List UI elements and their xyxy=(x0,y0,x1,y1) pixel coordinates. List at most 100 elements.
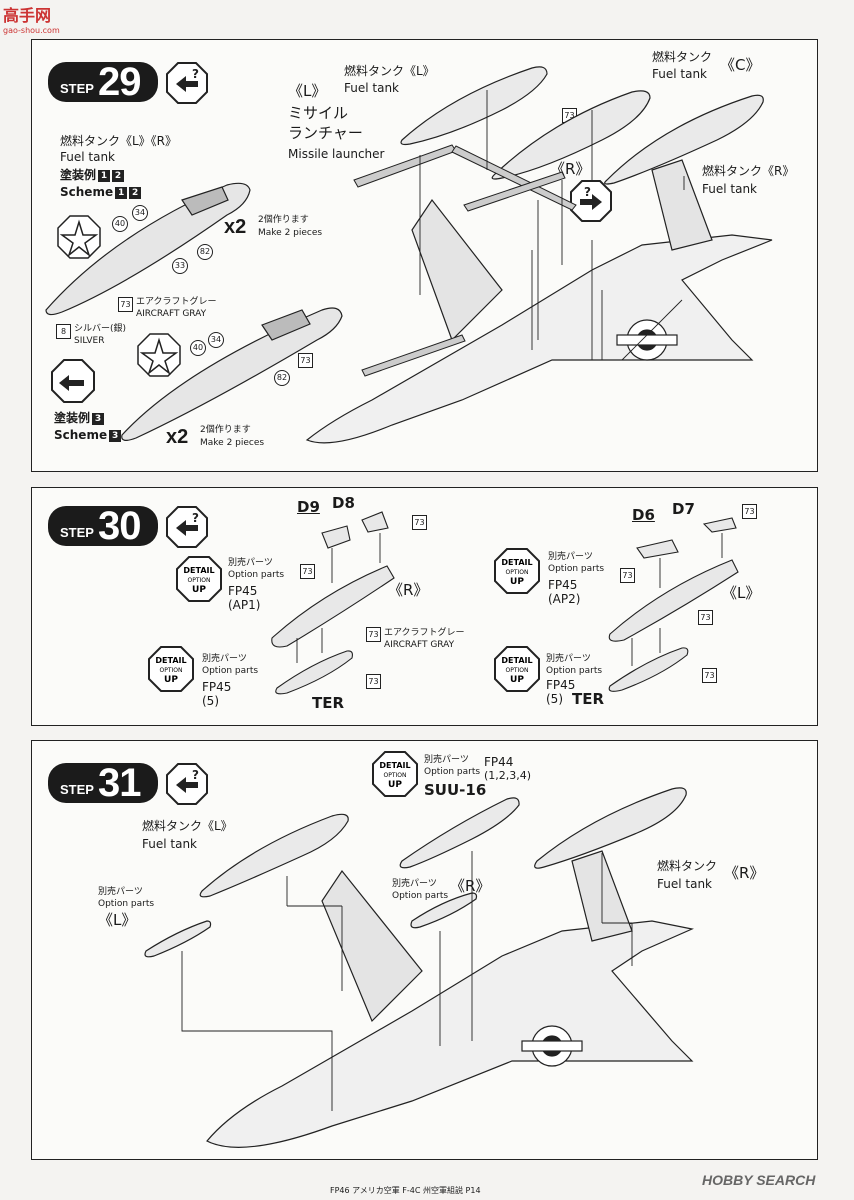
fuel-tank-c xyxy=(491,90,651,180)
part-82-callout-b: 82 xyxy=(274,370,290,386)
swap-direction-icon: ? xyxy=(166,763,208,805)
detail-option-up-badge-2: DETAIL OPTION UP xyxy=(148,646,194,692)
silver-en: SILVER xyxy=(74,336,105,346)
make2-jp-a: 2個作ります xyxy=(258,215,309,225)
svg-text:UP: UP xyxy=(510,675,524,685)
hobby-search-watermark: HOBBY SEARCH xyxy=(702,1172,816,1188)
step-word: STEP xyxy=(60,524,94,540)
detail-option-up-badge-4: DETAIL OPTION UP xyxy=(494,646,540,692)
svg-text:?: ? xyxy=(192,511,199,525)
part-82-callout: 82 xyxy=(197,244,213,260)
tank-c-en: Fuel tank xyxy=(652,67,707,81)
footer-text: FP46 アメリカ空軍 F-4C 州空軍組説 P14 xyxy=(330,1186,481,1195)
make2-en-a: Make 2 pieces xyxy=(258,228,323,238)
svg-text:?: ? xyxy=(584,185,591,199)
opt-jp-3: 別売パーツ xyxy=(548,552,593,562)
part-73-callout: 73 xyxy=(412,515,427,530)
part-73-callout: 73 xyxy=(118,297,133,312)
l-mark: 《L》 xyxy=(722,584,761,602)
svg-text:UP: UP xyxy=(164,675,178,685)
ter-left xyxy=(144,920,212,958)
fuel-tank-l xyxy=(400,66,548,146)
times-two-a: x2 xyxy=(224,216,247,238)
step-number: 30 xyxy=(97,503,141,548)
times-two-b: x2 xyxy=(166,426,189,448)
pylon-r xyxy=(271,565,395,648)
step-29-badge: STEP 29 xyxy=(48,59,158,104)
left-title-en: Fuel tank xyxy=(60,150,115,164)
f4-aircraft-drawing xyxy=(305,159,773,444)
part-40-callout: 40 xyxy=(112,216,128,232)
opt-jp-l: 別売パーツ xyxy=(98,887,143,897)
step-30-badge: STEP 30 xyxy=(48,503,158,548)
swap-direction-icon: ? xyxy=(166,506,208,548)
detail-option-up-badge: DETAIL OPTION UP xyxy=(176,556,222,602)
opt-en-2: Option parts xyxy=(202,666,259,676)
svg-text:OPTION: OPTION xyxy=(160,667,183,674)
part-8-callout: 8 xyxy=(56,324,71,339)
opt-jp-4: 別売パーツ xyxy=(546,654,591,664)
tank-l-jp: 燃料タンク《L》 xyxy=(142,819,233,833)
gray-en: AIRCRAFT GRAY xyxy=(136,309,207,319)
part-73-callout-g: 73 xyxy=(698,610,713,625)
step-30-drawing xyxy=(271,511,739,695)
fuel-tank-r xyxy=(534,787,687,869)
ter-right xyxy=(410,892,478,929)
five-b: (5) xyxy=(546,692,563,706)
fp45-5-b: FP45 xyxy=(546,678,576,692)
missile-jp1: ミサイル xyxy=(288,104,349,122)
missile-mark: 《L》 xyxy=(288,82,327,100)
gray-jp: エアクラフトグレー xyxy=(136,297,217,307)
svg-text:DETAIL: DETAIL xyxy=(501,558,532,567)
missile-jp2: ランチャー xyxy=(288,124,363,142)
step-word: STEP xyxy=(60,781,94,797)
gray-en: AIRCRAFT GRAY xyxy=(384,640,455,650)
tank-r-en: Fuel tank xyxy=(702,182,757,196)
suu-16-pod xyxy=(399,797,520,869)
part-34-callout-b: 34 xyxy=(208,332,224,348)
tank-r-jp: 燃料タンク《R》 xyxy=(702,164,795,178)
ap2: (AP2) xyxy=(548,592,581,606)
f4-aircraft-drawing xyxy=(206,850,694,1148)
left-title-jp: 燃料タンク《L》《R》 xyxy=(60,134,178,148)
part-73-callout-b: 73 xyxy=(300,564,315,579)
svg-text:UP: UP xyxy=(192,585,206,595)
svg-text:OPTION: OPTION xyxy=(506,569,529,576)
part-40-callout-b: 40 xyxy=(190,340,206,356)
ter-label-2: TER xyxy=(572,690,605,708)
swap-direction-icon-3 xyxy=(51,359,95,403)
make2-en-b: Make 2 pieces xyxy=(200,438,265,448)
svg-text:DETAIL: DETAIL xyxy=(379,761,410,770)
ter-label: TER xyxy=(312,694,345,712)
gray-jp: エアクラフトグレー xyxy=(384,628,465,638)
svg-text:UP: UP xyxy=(510,577,524,587)
fuel-tank-left-upper xyxy=(45,182,251,316)
site-logo-url: gao-shou.com xyxy=(3,26,60,35)
opt-jp: 別売パーツ xyxy=(424,755,469,765)
swap-direction-icon: ? xyxy=(166,62,208,104)
ter-l xyxy=(608,647,689,692)
ter-r xyxy=(275,650,353,695)
insignia-star-icon xyxy=(57,215,181,377)
part-33-callout: 33 xyxy=(172,258,188,274)
suu-16: SUU-16 xyxy=(424,781,487,799)
part-d7: D7 xyxy=(672,500,695,518)
step-29-drawing xyxy=(45,66,773,444)
tank-l-jp: 燃料タンク《L》 xyxy=(344,64,435,78)
tank-c-jp: 燃料タンク xyxy=(652,50,713,64)
r-mark: 《R》 xyxy=(450,877,491,895)
five: (5) xyxy=(202,694,219,708)
tank-r-en: Fuel tank xyxy=(657,877,712,891)
swap-direction-icon-2: ? xyxy=(570,180,612,222)
site-logo: 高手网 gao-shou.com xyxy=(3,2,69,36)
part-73-callout-b: 73 xyxy=(298,353,313,368)
part-d9: D9 xyxy=(297,498,320,516)
missile-launcher-l xyxy=(353,144,577,377)
step-number: 29 xyxy=(97,59,141,104)
part-73-callout-e: 73 xyxy=(742,504,757,519)
opt-jp-r: 別売パーツ xyxy=(392,879,437,889)
